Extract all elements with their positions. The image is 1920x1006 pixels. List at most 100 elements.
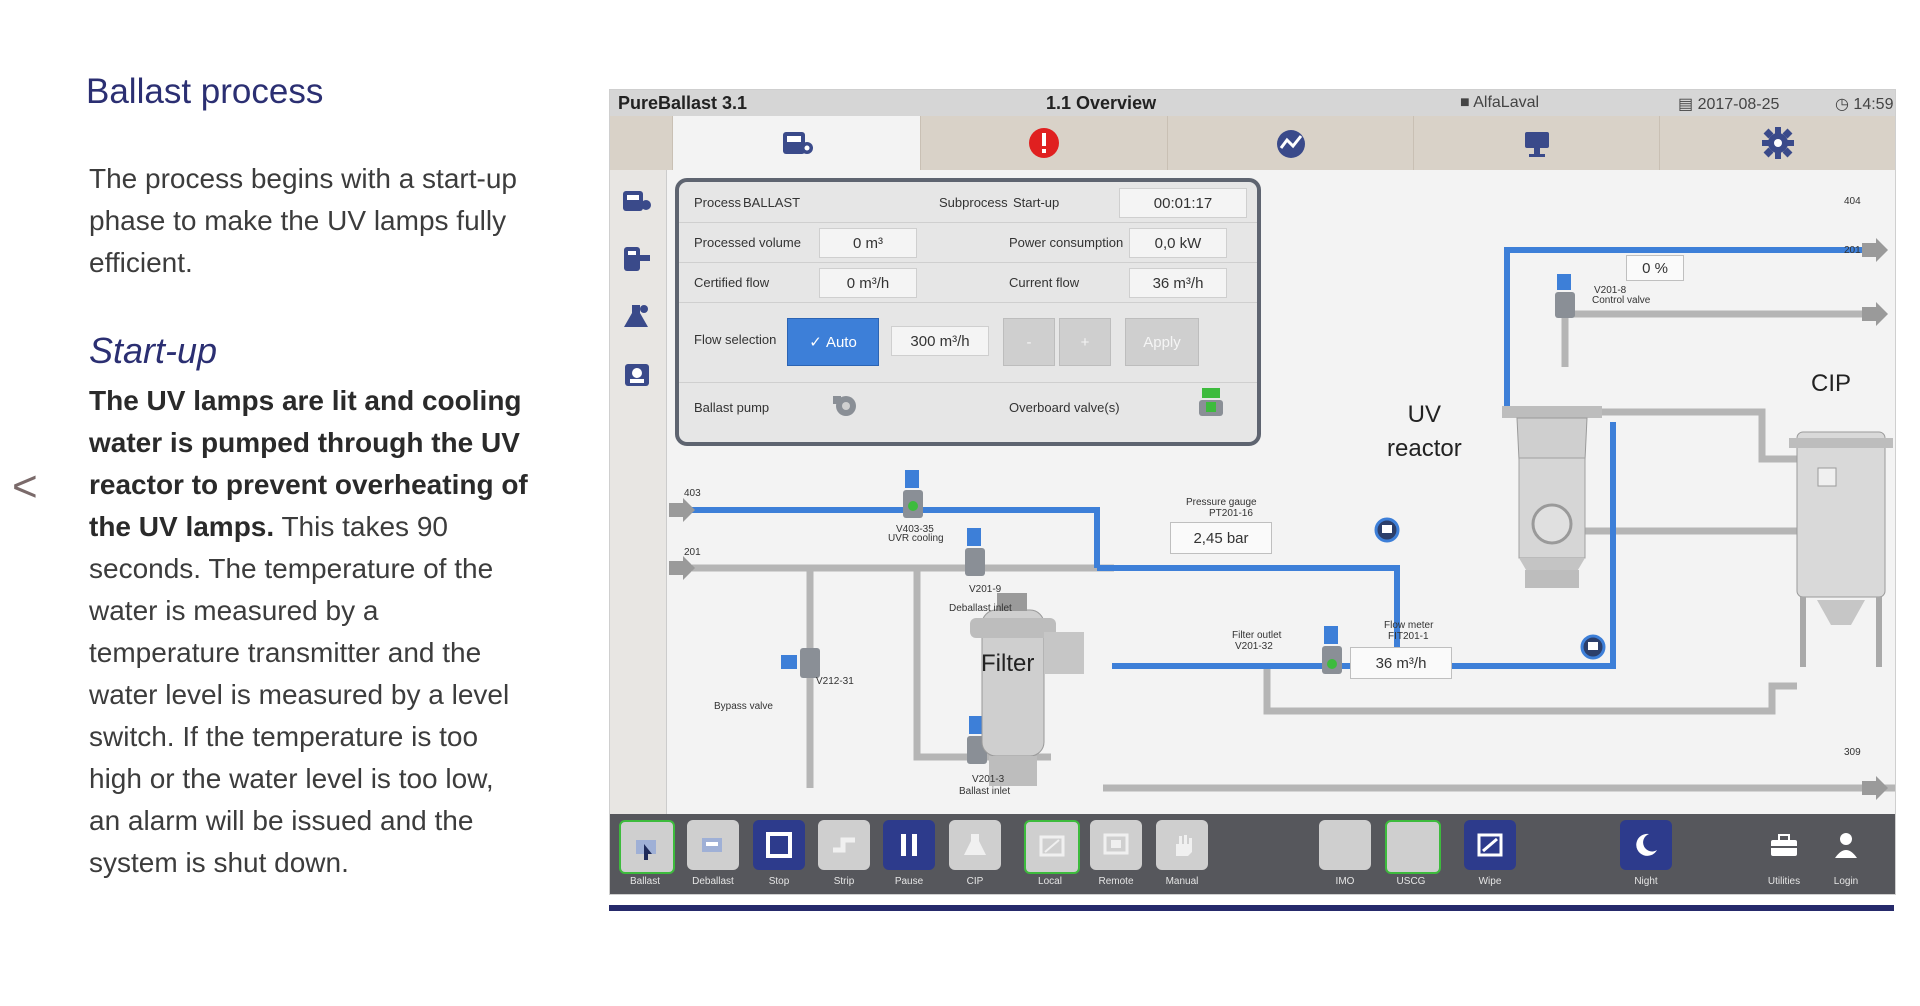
utilities-button-label: Utilities xyxy=(1767,876,1801,887)
process-icon xyxy=(624,247,650,271)
uscg-button[interactable] xyxy=(1385,820,1441,874)
process-label: Process xyxy=(694,195,741,210)
decrease-flow-button[interactable]: - xyxy=(1003,318,1055,366)
tab-configuration[interactable] xyxy=(1660,116,1895,170)
pipe-ballast-branch xyxy=(913,568,985,761)
subprocess-value: Start-up xyxy=(1013,195,1060,210)
pressure-value: 2,45 bar xyxy=(1170,522,1272,554)
overboard-valve-icon[interactable] xyxy=(1196,388,1226,423)
cip-button-label: CIP xyxy=(966,876,984,887)
tab-trends[interactable] xyxy=(1168,116,1414,170)
bypass-valve-tag: V212-31 xyxy=(816,676,854,687)
stop-icon xyxy=(766,832,792,858)
previous-slide-button[interactable]: < xyxy=(12,462,38,511)
stop-button-label: Stop xyxy=(768,876,790,887)
overview-icon xyxy=(623,191,651,211)
check-icon: ✓ xyxy=(809,334,826,351)
login-button[interactable] xyxy=(1820,820,1872,870)
tab-settings-display[interactable] xyxy=(1414,116,1660,170)
apply-flow-button[interactable]: Apply xyxy=(1125,318,1199,366)
filter-outlet-tag: V201-32 xyxy=(1235,641,1273,652)
cip-unit xyxy=(1789,431,1893,667)
ballast-inlet-name: Ballast inlet xyxy=(959,786,1011,797)
ballast-button[interactable] xyxy=(619,820,675,874)
utilities-button[interactable] xyxy=(1758,820,1810,870)
alarm-icon xyxy=(1029,128,1059,158)
port-403-label: 403 xyxy=(684,488,701,499)
processed-volume-value: 0 m³ xyxy=(819,228,917,258)
overboard-valve-label: Overboard valve(s) xyxy=(1009,400,1120,415)
certified-flow-label: Certified flow xyxy=(694,275,770,290)
arrow-201-in xyxy=(669,556,695,580)
night-mode-button[interactable] xyxy=(1620,820,1672,870)
control-valve-tag: V201-8 xyxy=(1594,285,1627,296)
certified-flow-value: 0 m³/h xyxy=(819,268,917,298)
hand-icon xyxy=(1176,835,1192,856)
strip-button[interactable] xyxy=(818,820,870,870)
volume-row: Processed volume 0 m³ Power consumption … xyxy=(679,222,1257,263)
control-valve-position: 0 % xyxy=(1626,255,1684,281)
port-309-label: 309 xyxy=(1844,747,1861,758)
app-name: PureBallast 3.1 xyxy=(618,93,748,113)
night-mode-button-label: Night xyxy=(1634,876,1658,887)
side-overview-button[interactable] xyxy=(616,180,658,222)
process-status-panel: Process BALLAST Subprocess Start-up 00:0… xyxy=(675,178,1261,446)
pumps-row: Ballast pump Overboard valve(s) xyxy=(679,382,1257,434)
pipe-cip-return xyxy=(1263,666,1797,715)
valve-v201-32 xyxy=(1322,626,1342,674)
processed-volume-label: Processed volume xyxy=(694,235,801,250)
time-indicator: ◷ 14:59 xyxy=(1835,94,1893,114)
strip-icon xyxy=(833,837,855,853)
side-cip-button[interactable] xyxy=(616,296,658,338)
bypass-valve-name: Bypass valve xyxy=(714,701,773,712)
stop-button[interactable] xyxy=(753,820,805,870)
wipe-icon xyxy=(1477,833,1503,857)
wipe-button[interactable] xyxy=(1464,820,1516,870)
ballast-pump-label: Ballast pump xyxy=(694,400,770,415)
port-404-label: 404 xyxy=(1844,196,1861,207)
deballast-inlet-name: Deballast inlet xyxy=(949,603,1012,614)
section-body-bold: The UV lamps are lit and cooling water i… xyxy=(89,385,528,542)
overview-system-icon xyxy=(782,132,813,154)
uscg-button-label: USCG xyxy=(1396,876,1426,887)
manual-button[interactable] xyxy=(1156,820,1208,870)
side-process-button[interactable] xyxy=(616,238,658,280)
remote-button-label: Remote xyxy=(1098,876,1134,887)
flow-meter-icon xyxy=(1580,634,1606,660)
clock-icon: ◷ xyxy=(1835,96,1849,113)
imo-button[interactable] xyxy=(1319,820,1371,870)
pause-button[interactable] xyxy=(883,820,935,870)
pressure-gauge-tag: PT201-16 xyxy=(1209,508,1253,519)
local-icon xyxy=(1039,835,1065,857)
deballast-button[interactable] xyxy=(687,820,739,870)
section-heading: Start-up xyxy=(89,330,218,371)
login-button-label: Login xyxy=(1833,876,1859,887)
remote-icon xyxy=(1103,833,1129,855)
cip-icon xyxy=(964,834,986,855)
ballast-button-label: Ballast xyxy=(629,876,660,887)
side-maintenance-button[interactable] xyxy=(616,354,658,396)
date-indicator: ▤ 2017-08-25 xyxy=(1678,94,1779,114)
hmi-screen: PureBallast 3.1 1.1 Overview ■ AlfaLaval… xyxy=(609,89,1896,895)
tab-alarms[interactable] xyxy=(921,116,1168,170)
cip-button[interactable] xyxy=(949,820,1001,870)
increase-flow-button[interactable]: + xyxy=(1059,318,1111,366)
arrow-404 xyxy=(1862,238,1888,262)
auto-flow-button[interactable]: ✓ Auto xyxy=(787,318,879,366)
description-panel: Ballast process The process begins with … xyxy=(0,0,600,1006)
deballast-button-label: Deballast xyxy=(692,876,734,887)
ballast-pump-icon[interactable] xyxy=(831,392,861,423)
remote-button[interactable] xyxy=(1090,820,1142,870)
arrow-201-out xyxy=(1862,302,1888,326)
flow-setpoint-input[interactable]: 300 m³/h xyxy=(891,326,989,356)
bottom-toolbar: Ballast Deballast Stop Strip Pause CIP L… xyxy=(610,814,1895,894)
pipe-403-cooling xyxy=(692,507,1100,568)
user-indicator[interactable]: ■ AlfaLaval xyxy=(1460,94,1539,112)
manual-button-label: Manual xyxy=(1165,876,1199,887)
valve-v212-31 xyxy=(781,648,820,678)
local-button[interactable] xyxy=(1024,820,1080,874)
calendar-icon: ▤ xyxy=(1678,96,1694,113)
subprocess-label: Subprocess xyxy=(939,195,1008,210)
power-consumption-label: Power consumption xyxy=(1009,235,1124,250)
tab-overview[interactable] xyxy=(673,116,921,170)
